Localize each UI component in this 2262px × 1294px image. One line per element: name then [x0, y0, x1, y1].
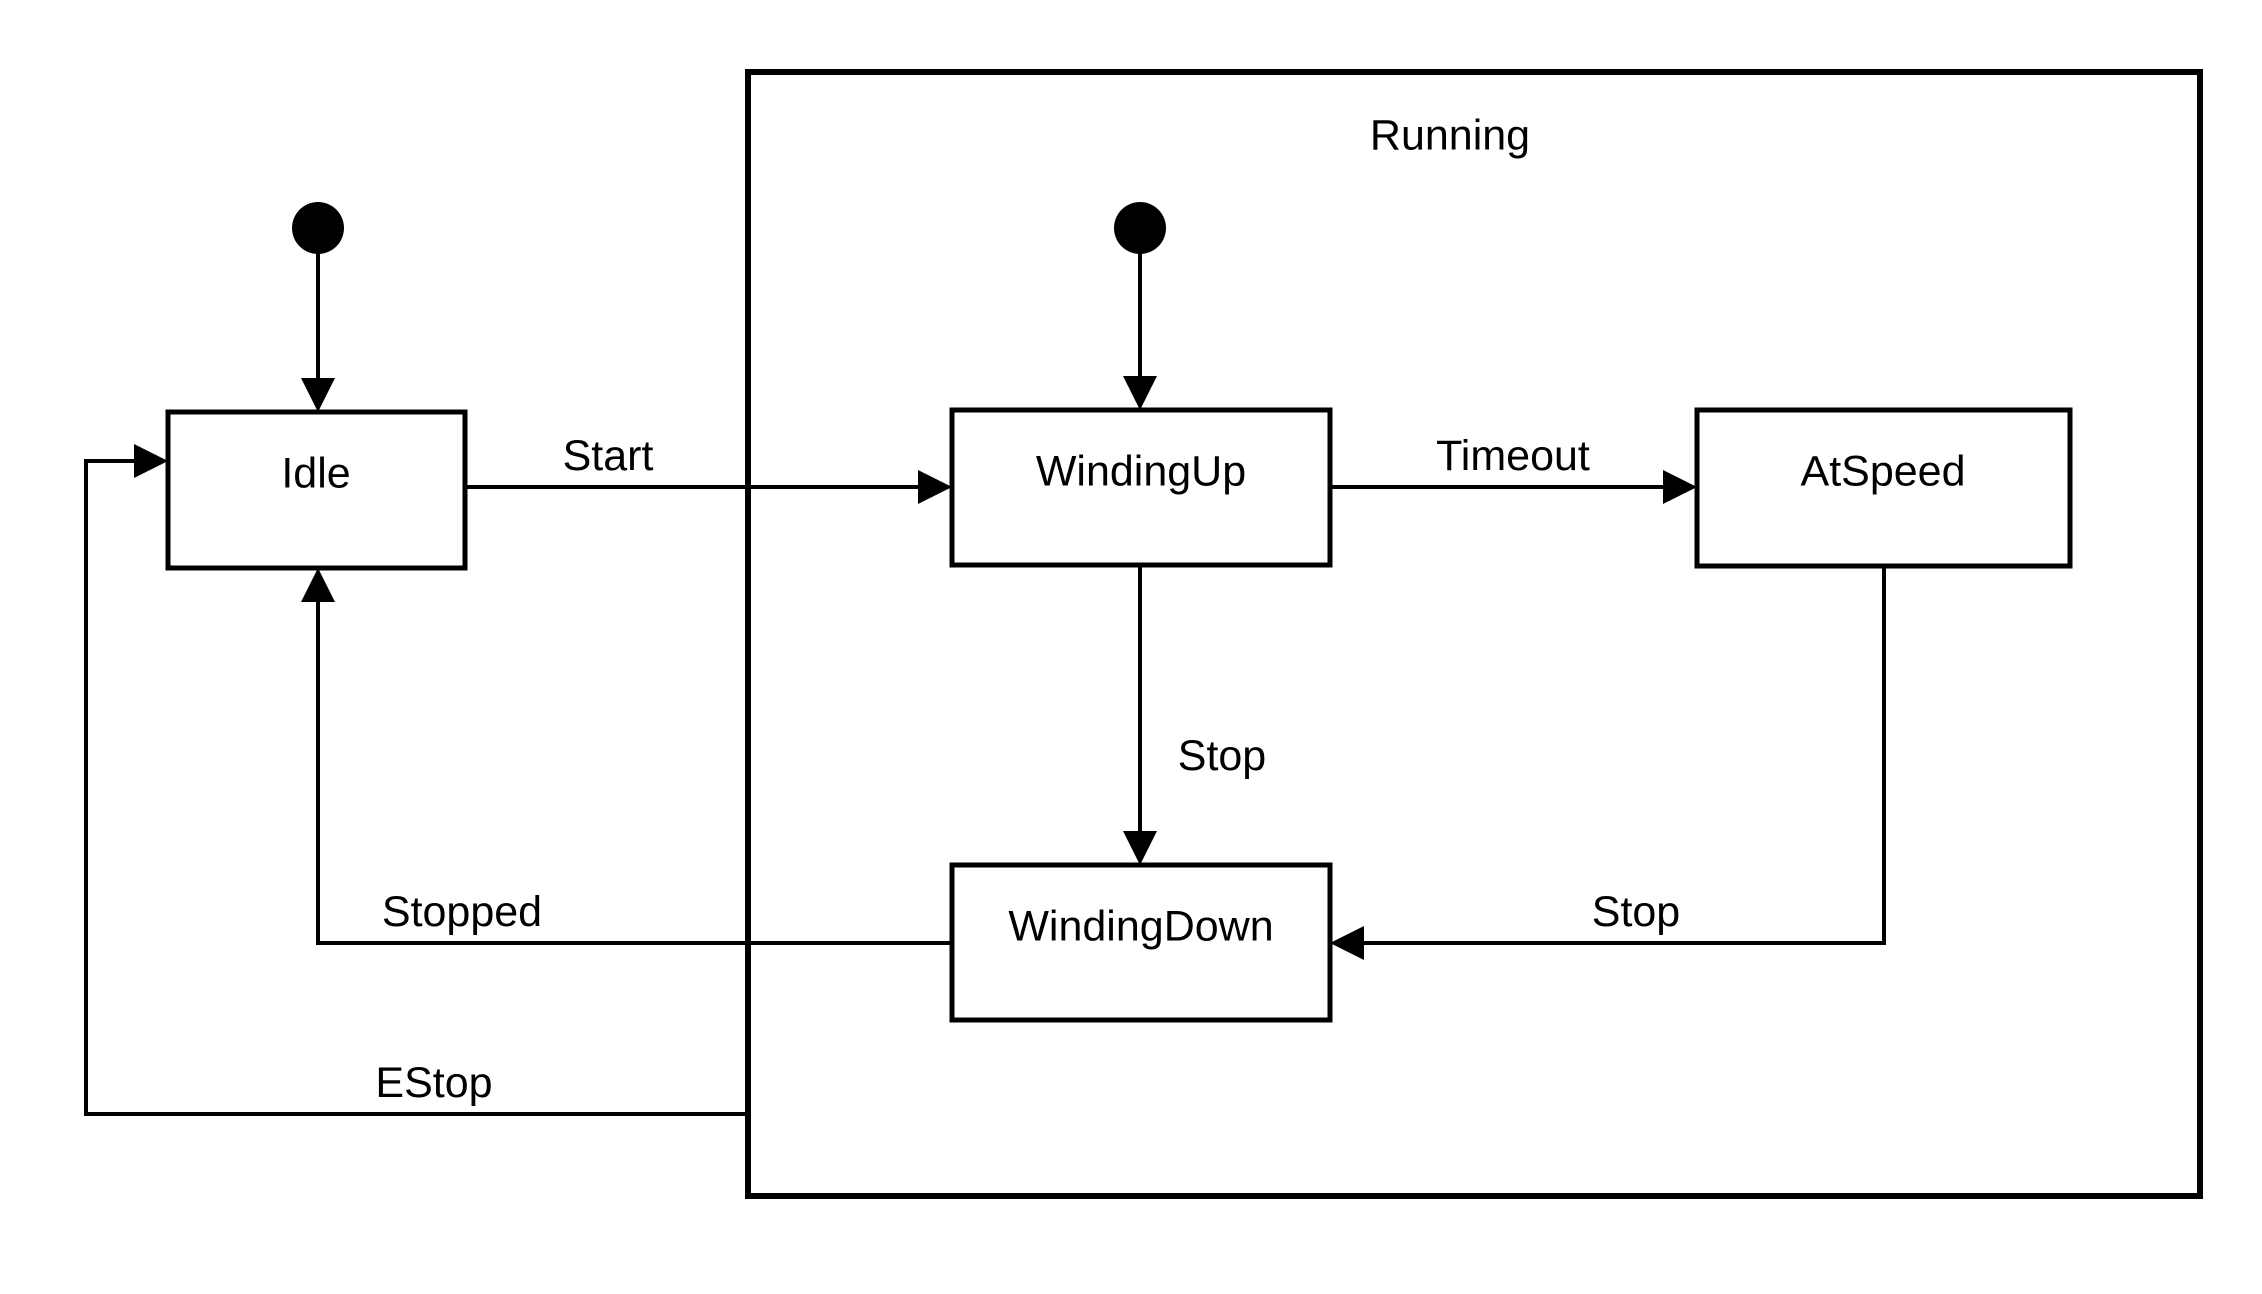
transition-stop-atspeed-path	[1348, 566, 1886, 945]
transition-stop-windingup[interactable]: Stop	[1123, 565, 1266, 865]
state-idle-box	[165, 409, 468, 571]
transition-stopped-arrowhead	[301, 568, 335, 602]
state-idle-label: Idle	[281, 449, 350, 497]
transition-timeout[interactable]: Timeout	[1330, 432, 1697, 504]
initial-transition-idle-arrowhead	[301, 378, 335, 412]
transition-start-arrowhead	[918, 470, 952, 504]
transition-timeout-arrowhead	[1663, 470, 1697, 504]
state-windingup[interactable]: WindingUp	[949, 407, 1333, 568]
state-windingdown-box	[949, 862, 1333, 1023]
state-windingup-box	[949, 407, 1333, 568]
transition-start-label: Start	[563, 432, 654, 480]
transition-stop-windingup-label: Stop	[1178, 732, 1266, 780]
initial-pseudostate-windingup[interactable]	[1114, 202, 1166, 410]
state-windingdown-label: WindingDown	[1008, 902, 1273, 950]
initial-state-circle-icon	[292, 202, 344, 254]
composite-state-running-label: Running	[1370, 111, 1530, 159]
state-idle[interactable]: Idle	[165, 409, 468, 571]
initial-state-circle-running-icon	[1114, 202, 1166, 254]
composite-state-running[interactable]: Running	[745, 69, 2203, 1199]
transition-stop-atspeed-label: Stop	[1592, 888, 1680, 936]
transition-stopped-path	[316, 586, 952, 945]
transition-stopped-label: Stopped	[382, 888, 542, 936]
initial-transition-windingup-arrowhead	[1123, 376, 1157, 410]
transition-stop-windingup-arrowhead	[1123, 831, 1157, 865]
state-windingup-label: WindingUp	[1036, 447, 1246, 495]
transition-stop-atspeed[interactable]: Stop	[1330, 566, 1886, 960]
transition-timeout-label: Timeout	[1436, 432, 1590, 480]
transition-stopped[interactable]: Stopped	[301, 568, 952, 945]
composite-state-running-border	[745, 69, 2203, 1199]
initial-pseudostate-idle[interactable]	[292, 202, 344, 412]
state-atspeed[interactable]: AtSpeed	[1694, 407, 2073, 569]
transition-stop-atspeed-arrowhead	[1330, 926, 1364, 960]
state-windingdown[interactable]: WindingDown	[949, 862, 1333, 1023]
transition-estop[interactable]: EStop	[84, 444, 748, 1116]
transition-estop-arrowhead	[134, 444, 168, 478]
state-atspeed-label: AtSpeed	[1801, 447, 1966, 495]
transition-start[interactable]: Start	[465, 432, 952, 504]
state-atspeed-box	[1694, 407, 2073, 569]
transition-estop-label: EStop	[375, 1059, 492, 1107]
transition-estop-path	[84, 459, 748, 1116]
